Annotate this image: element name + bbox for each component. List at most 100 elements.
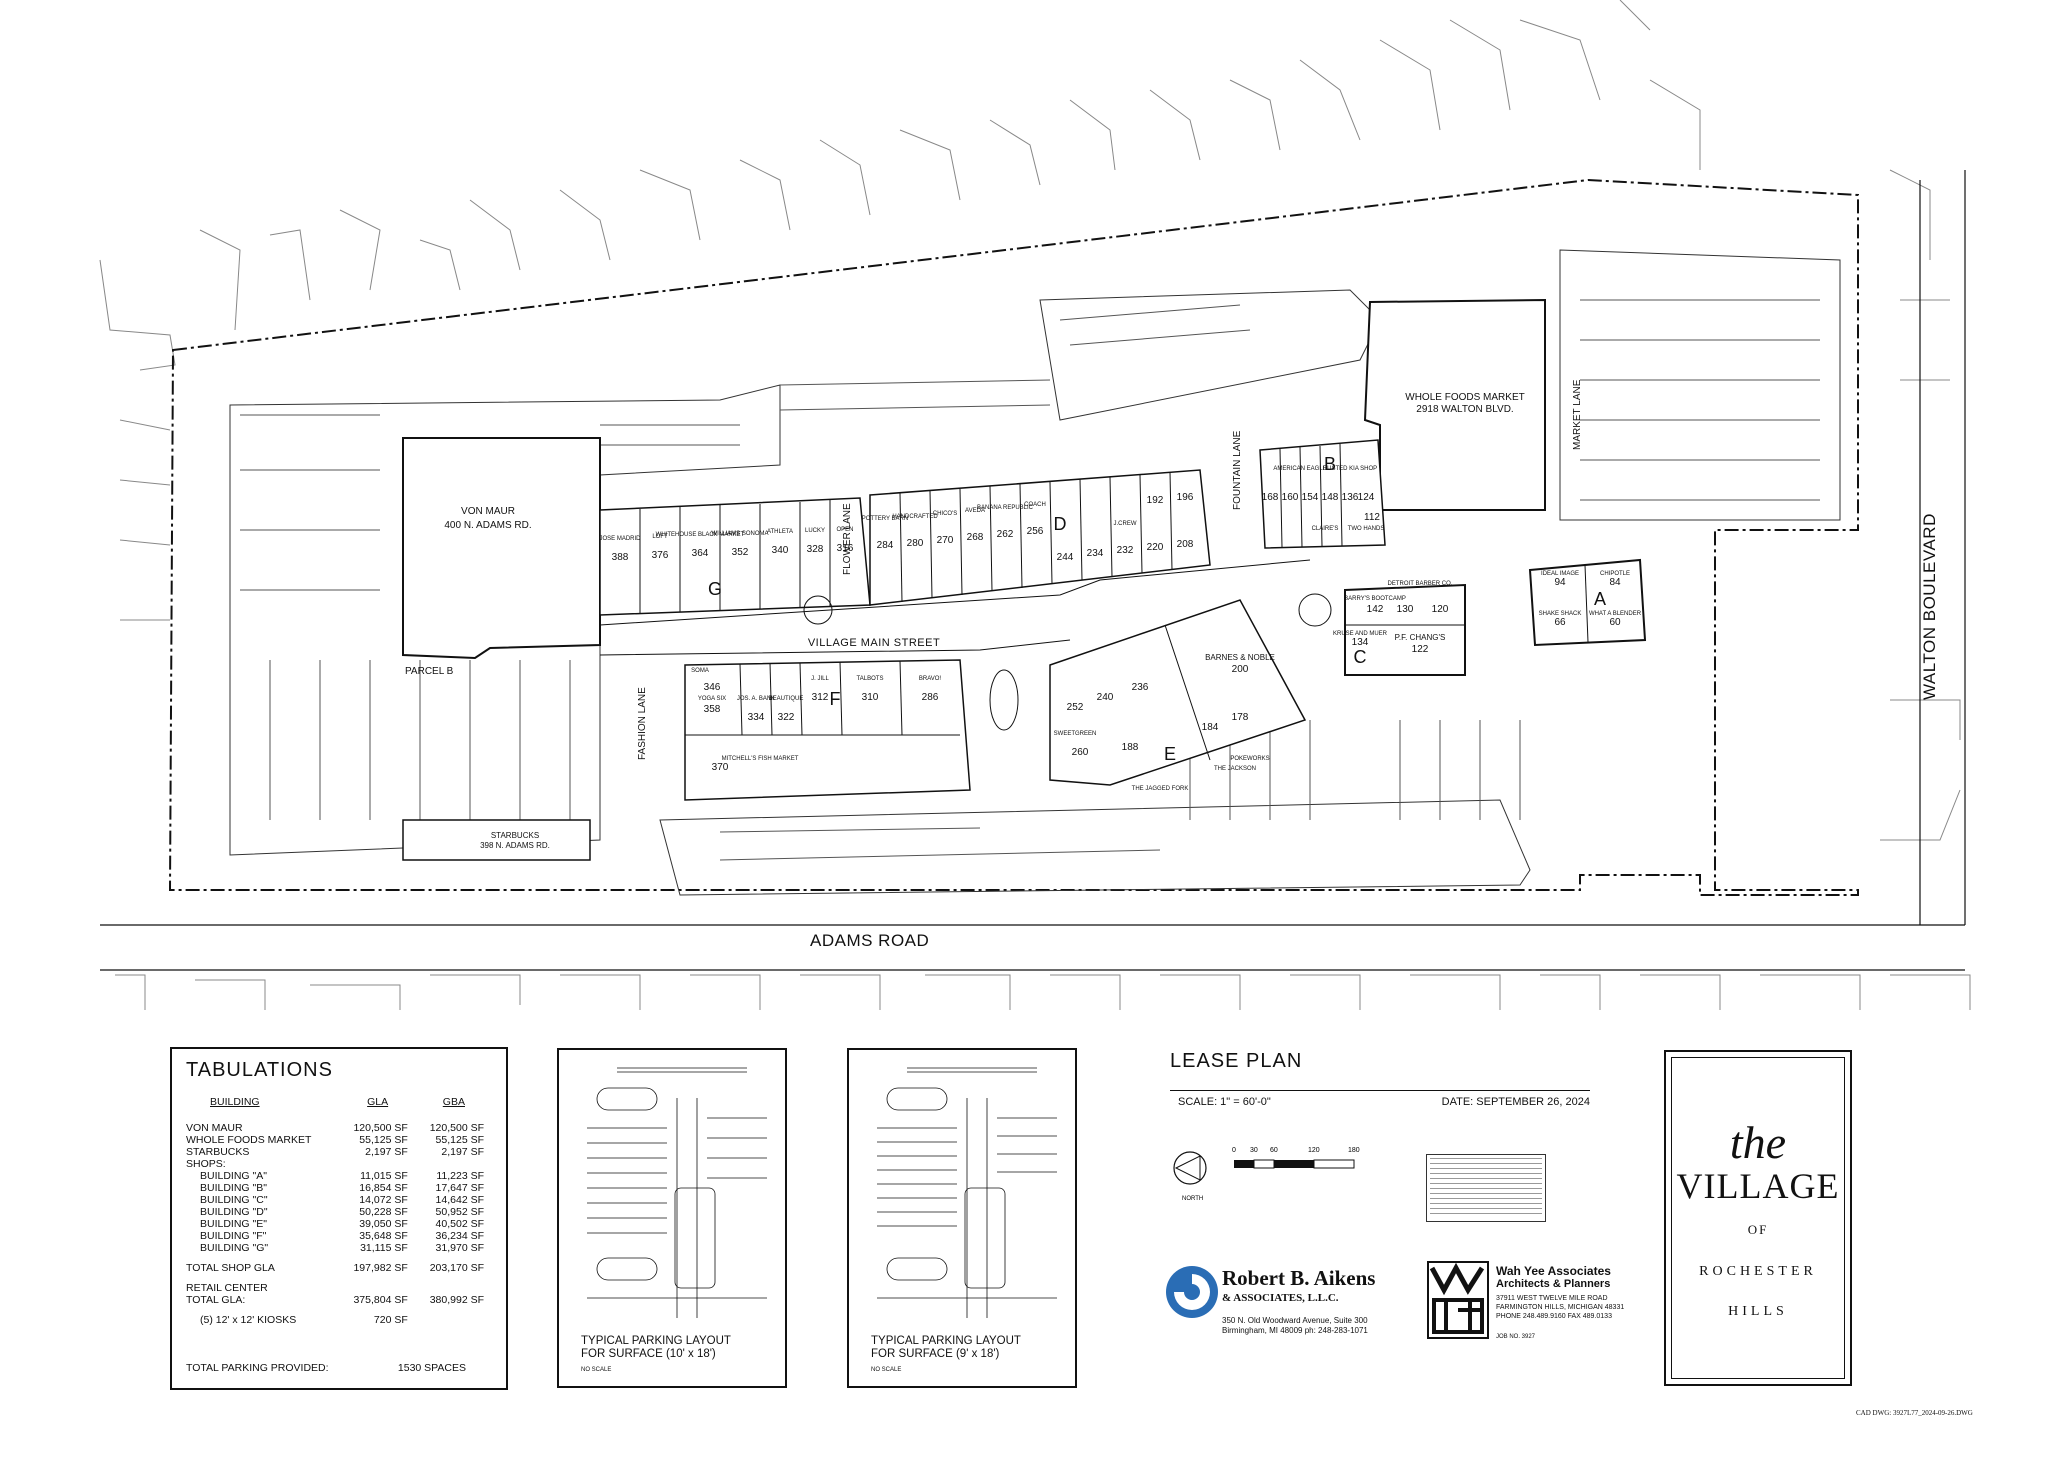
brand-hills: HILLS [1728, 1304, 1788, 1319]
tabulation-gba: 380,992 SF [429, 1294, 484, 1306]
unit-number: 310 [862, 692, 879, 703]
unit-number: 328 [807, 544, 824, 555]
brand-rochester: ROCHESTER [1699, 1264, 1817, 1279]
von-maur-building [402, 437, 601, 660]
unit-number: 370 [712, 762, 729, 773]
west-parking-lot [229, 384, 781, 856]
unit-number: 136 [1342, 492, 1359, 503]
unit-number: 244 [1057, 552, 1074, 563]
aikens-sub: & ASSOCIATES, L.L.C. [1222, 1292, 1339, 1304]
tenant-name: CHICO'S [933, 511, 957, 517]
building-d-dividers [899, 471, 1173, 603]
building-d [869, 469, 1211, 606]
tabulation-gba: 50,952 SF [435, 1206, 484, 1218]
tabulation-gla: 14,072 SF [359, 1194, 408, 1206]
brand-of: OF [1747, 1222, 1769, 1237]
roundabout-east [1298, 593, 1332, 627]
building-a-letter: A [1594, 589, 1606, 609]
scale-tick-120: 120 [1308, 1147, 1320, 1154]
aikens-logo-icon [1166, 1266, 1218, 1318]
village-brand-panel: the VILLAGE OF ROCHESTER HILLS [1664, 1050, 1852, 1386]
unit-number: 322 [778, 712, 795, 723]
tabulation-gba: 120,500 SF [429, 1122, 484, 1134]
adams-road-label: ADAMS ROAD [810, 931, 929, 950]
von-maur-address: 400 N. ADAMS RD. [444, 520, 531, 531]
total-parking-value: 1530 SPACES [397, 1362, 466, 1374]
unit-number: 234 [1087, 548, 1104, 559]
building-a [1528, 558, 1647, 647]
cad-drawing-reference: CAD DWG: 3927L77_2024-09-26.DWG [1856, 1409, 1973, 1417]
von-maur-label: VON MAUR [461, 506, 515, 517]
caption-line-2: FOR SURFACE (10' x 18') [581, 1348, 716, 1360]
aikens-name: Robert B. Aikens [1222, 1266, 1376, 1290]
unit-number: 154 [1302, 492, 1319, 503]
starbucks-label: STARBUCKS [491, 831, 539, 840]
tabulation-label: BUILDING "D" [200, 1206, 268, 1218]
building-g-letter: G [708, 579, 722, 599]
tenant-name: THE JACKSON [1214, 766, 1256, 772]
unit-number: 130 [1397, 604, 1414, 615]
tenant-name: DETROIT BARBER CO. [1388, 581, 1453, 587]
wah-yee-sub: Architects & Planners [1496, 1278, 1611, 1290]
unit-number: 358 [704, 704, 721, 715]
tenant-name: THE JAGGED FORK [1132, 786, 1189, 792]
tenant-name: JOS. A. BANK [737, 696, 775, 702]
north-arrow-and-scale-bar: NORTH 0 30 60 120 180 [1173, 1147, 1360, 1202]
scale-tick-60: 60 [1270, 1147, 1278, 1154]
starbucks-address: 398 N. ADAMS RD. [480, 841, 550, 850]
tabulation-gba: 40,502 SF [435, 1218, 484, 1230]
unit-number: 240 [1097, 692, 1114, 703]
unit-number: 260 [1072, 747, 1089, 758]
roundabout-west [803, 595, 833, 625]
unit-number: 316 [837, 543, 854, 554]
tenant-name: POTTERY BARN [862, 516, 908, 522]
tenant-name: WHITEHOUSE BLACK MARKET [656, 532, 745, 538]
unit-number: 188 [1122, 742, 1139, 753]
unit-number: 196 [1177, 492, 1194, 503]
brand-the: the [1729, 1117, 1787, 1168]
unit-number: 346 [704, 682, 721, 693]
unit-number: 192 [1147, 495, 1164, 506]
unit-number: 120 [1432, 604, 1449, 615]
building-b [1259, 439, 1386, 549]
scale-tick-180: 180 [1348, 1147, 1360, 1154]
tabulation-gba [416, 1274, 492, 1294]
unit-number: 134 [1352, 637, 1369, 648]
building-e-divider [1164, 624, 1211, 761]
scale-bar-seg-4 [1313, 1159, 1355, 1169]
unit-number: 66 [1554, 617, 1566, 628]
tabulation-gla: 197,982 SF [353, 1262, 408, 1274]
brand-village: VILLAGE [1676, 1166, 1840, 1206]
unit-number: 184 [1202, 722, 1219, 733]
tenant-name: WHAT A BLENDER [1589, 611, 1642, 617]
unit-number: 340 [772, 545, 789, 556]
unit-number: 220 [1147, 542, 1164, 553]
building-c [1344, 583, 1466, 676]
tabulation-label: BUILDING "G" [200, 1242, 269, 1254]
tenant-name: LUCKY [805, 528, 825, 534]
unit-number: 94 [1554, 577, 1566, 588]
tenant-name: BANANA REPUBLIC [977, 505, 1034, 511]
tenant-name: HANDCRAFTED [892, 514, 938, 520]
barnes-noble-label: BARNES & NOBLE [1205, 653, 1275, 662]
tenant-name: AMERICAN EAGLE [1273, 466, 1326, 472]
tenant-name: IDEAL IMAGE [1541, 571, 1579, 577]
tenant-name: AVEDA [965, 508, 985, 514]
property-boundary [168, 178, 1859, 896]
tabulation-gba: 55,125 SF [435, 1134, 484, 1146]
no-scale-note: NO SCALE [871, 1367, 902, 1373]
walton-boulevard-label: WALTON BOULEVARD [1920, 513, 1939, 700]
unit-number: 208 [1177, 539, 1194, 550]
disclaimer-notes-box [1426, 1154, 1546, 1222]
south-parking-lot [659, 799, 1531, 896]
village-main-street-label: VILLAGE MAIN STREET [808, 637, 940, 649]
unit-number: 124 [1358, 492, 1375, 503]
